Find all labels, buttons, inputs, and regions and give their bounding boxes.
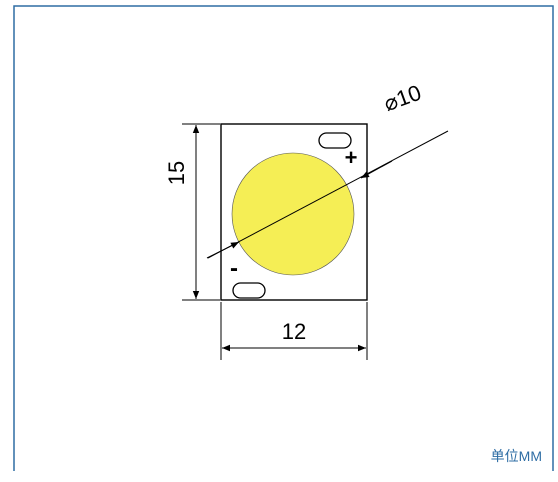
diameter-arrow-upper — [360, 160, 393, 179]
diameter-leader-line — [207, 130, 449, 259]
unit-note: 单位MM — [491, 448, 542, 464]
positive-terminal-marker: + — [345, 145, 358, 170]
mounting-slot-bottom — [232, 282, 266, 299]
mounting-slot-top — [318, 132, 352, 149]
diameter-dimension-label: ⌀10 — [380, 80, 424, 116]
led-emitting-area — [231, 152, 355, 276]
diameter-arrow-lower — [206, 241, 240, 259]
height-dimension-label: 15 — [164, 161, 189, 185]
negative-terminal-marker: - — [230, 255, 238, 282]
width-dimension-label: 12 — [282, 319, 306, 344]
border-frame — [13, 5, 554, 471]
